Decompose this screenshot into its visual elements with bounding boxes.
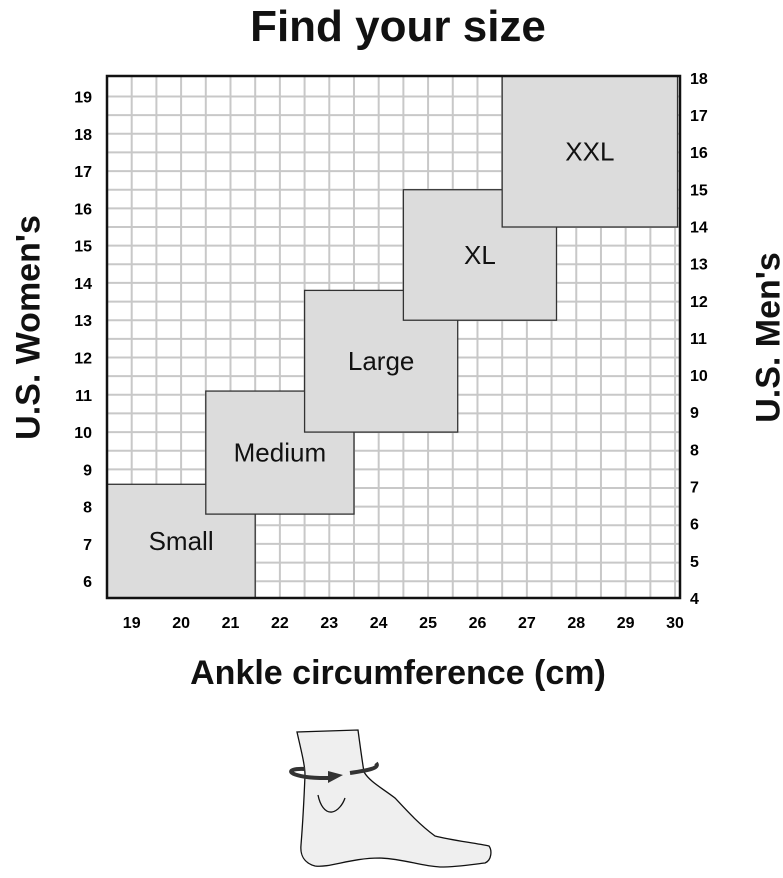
y2-tick-label: 8 xyxy=(690,442,699,459)
y2-tick-label: 9 xyxy=(690,405,699,422)
y-tick-label: 12 xyxy=(74,351,92,368)
y2-tick-label: 17 xyxy=(690,108,708,125)
x-tick-label: 21 xyxy=(222,615,240,632)
x-tick-label: 23 xyxy=(320,615,338,632)
x-tick-label: 28 xyxy=(567,615,585,632)
foot-icon xyxy=(296,729,492,868)
y2-tick-label: 4 xyxy=(690,591,699,608)
x-tick-label: 29 xyxy=(617,615,635,632)
size-label-xl: XL xyxy=(464,240,496,270)
y2-tick-label: 5 xyxy=(690,554,699,571)
x-tick-label: 30 xyxy=(666,615,684,632)
y-tick-label: 17 xyxy=(74,164,92,181)
x-axis-label: Ankle circumference (cm) xyxy=(190,654,606,692)
plot-border xyxy=(105,74,682,600)
size-label-medium: Medium xyxy=(234,438,326,468)
y2-tick-label: 7 xyxy=(690,480,699,497)
y-tick-label: 18 xyxy=(74,127,92,144)
y-tick-label: 10 xyxy=(74,425,92,442)
y-tick-label: 11 xyxy=(75,388,92,405)
y-tick-label: 6 xyxy=(83,574,92,591)
size-label-small: Small xyxy=(149,526,214,556)
size-label-xxl: XXL xyxy=(565,137,614,167)
chart-title: Find your size xyxy=(250,2,546,51)
y-tick-label: 8 xyxy=(83,500,92,517)
x-tick-label: 20 xyxy=(172,615,190,632)
x-tick-label: 25 xyxy=(419,615,437,632)
y-tick-label: 19 xyxy=(74,90,92,107)
y2-tick-label: 16 xyxy=(690,145,708,162)
x-tick-label: 22 xyxy=(271,615,289,632)
x-tick-label: 27 xyxy=(518,615,536,632)
y-tick-label: 13 xyxy=(74,313,92,330)
circumference-arrow-icon xyxy=(289,766,330,780)
size-chart: Small Medium Large XL XXL 19 20 21 22 23 24 25 26 27 2… xyxy=(74,71,708,632)
y2-tick-label: 14 xyxy=(690,219,708,236)
y2-tick-label: 10 xyxy=(690,368,708,385)
x-tick-label: 19 xyxy=(123,615,141,632)
y-tick-label: 15 xyxy=(74,239,92,256)
y2-tick-label: 15 xyxy=(690,182,708,199)
y2-tick-label: 13 xyxy=(690,257,708,274)
x-tick-label: 24 xyxy=(370,615,388,632)
y-tick-label: 16 xyxy=(74,201,92,218)
y-tick-label: 14 xyxy=(74,276,92,293)
y-tick-label: 7 xyxy=(83,537,92,554)
y2-tick-label: 6 xyxy=(690,517,699,534)
y2-tick-label: 12 xyxy=(690,294,708,311)
y2-tick-label: 11 xyxy=(690,331,707,348)
y-tick-label: 9 xyxy=(83,462,92,479)
size-box-xxl xyxy=(501,75,679,228)
ankle-bone-icon xyxy=(317,794,346,813)
x-tick-label: 26 xyxy=(469,615,487,632)
size-label-large: Large xyxy=(348,346,415,376)
ankle-measure-illustration xyxy=(289,729,492,868)
y2-tick-label: 18 xyxy=(690,71,708,88)
